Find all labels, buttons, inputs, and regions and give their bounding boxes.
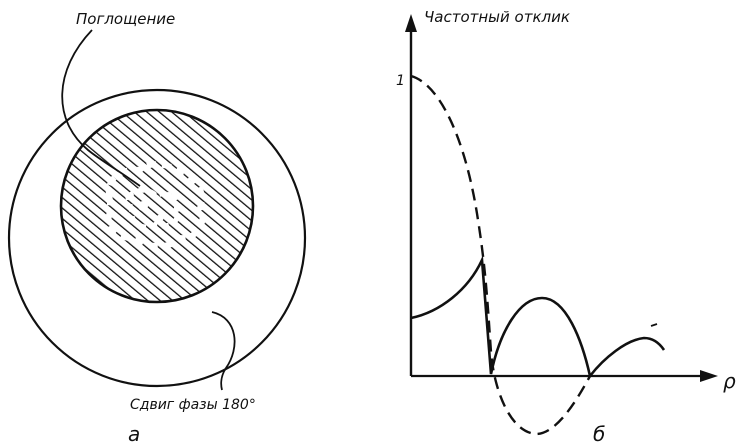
x-axis-label: ρ: [723, 369, 736, 393]
x-axis-arrowhead: [700, 370, 718, 382]
y-axis-arrowhead: [405, 14, 417, 32]
phase-shift-leader: [212, 312, 235, 390]
solid-response-curve: [411, 260, 664, 376]
dashed-response-curve: [411, 76, 590, 434]
absorption-label: Поглощение: [76, 10, 175, 28]
phase-shift-label: Сдвиг фазы 180°: [130, 397, 256, 413]
panel-letter-b: б: [593, 422, 605, 446]
panel-letter-a: а: [128, 422, 140, 446]
hatched-disk: [61, 110, 253, 302]
y-axis-label: Частотный отклик: [424, 8, 570, 26]
phase-plate-figure: Поглощение Сдвиг фазы 180° а: [9, 10, 305, 446]
frequency-response-figure: Частотный отклик 1 ρ б: [396, 8, 736, 446]
y-tick-one: 1: [396, 73, 405, 89]
tick-mark: [651, 324, 657, 326]
